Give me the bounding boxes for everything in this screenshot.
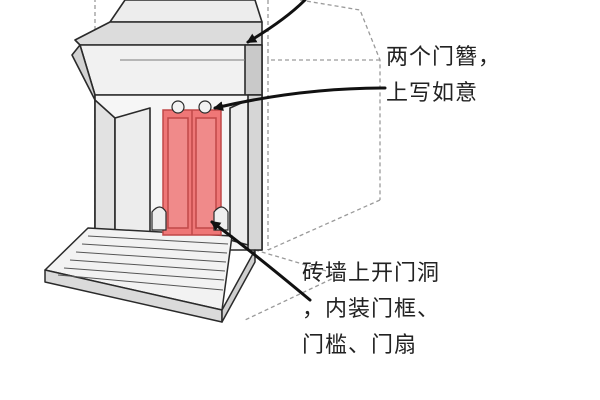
arrow-to-hairpins <box>213 86 387 112</box>
arrow-to-roof <box>246 0 307 44</box>
door-hairpins <box>171 100 212 114</box>
door-frame <box>162 109 222 236</box>
gate-roof <box>71 0 263 101</box>
annotation-line: 上写如意 <box>386 81 479 106</box>
annotation-door-hairpins: 两个门簪， 上写如意 <box>386 40 501 112</box>
gate-steps <box>44 227 256 323</box>
arrow-to-door-opening <box>210 220 312 302</box>
annotation-line: 砖墙上开门洞 <box>302 261 441 286</box>
annotation-door-opening: 砖墙上开门洞 ，内装门框、 门槛、门扇 <box>302 256 440 364</box>
annotation-line: 两个门簪， <box>386 45 502 70</box>
annotation-line: 门槛、门扇 <box>302 333 418 358</box>
annotation-line: ，内装门框、 <box>302 297 441 322</box>
annotation-arrows <box>210 0 387 302</box>
